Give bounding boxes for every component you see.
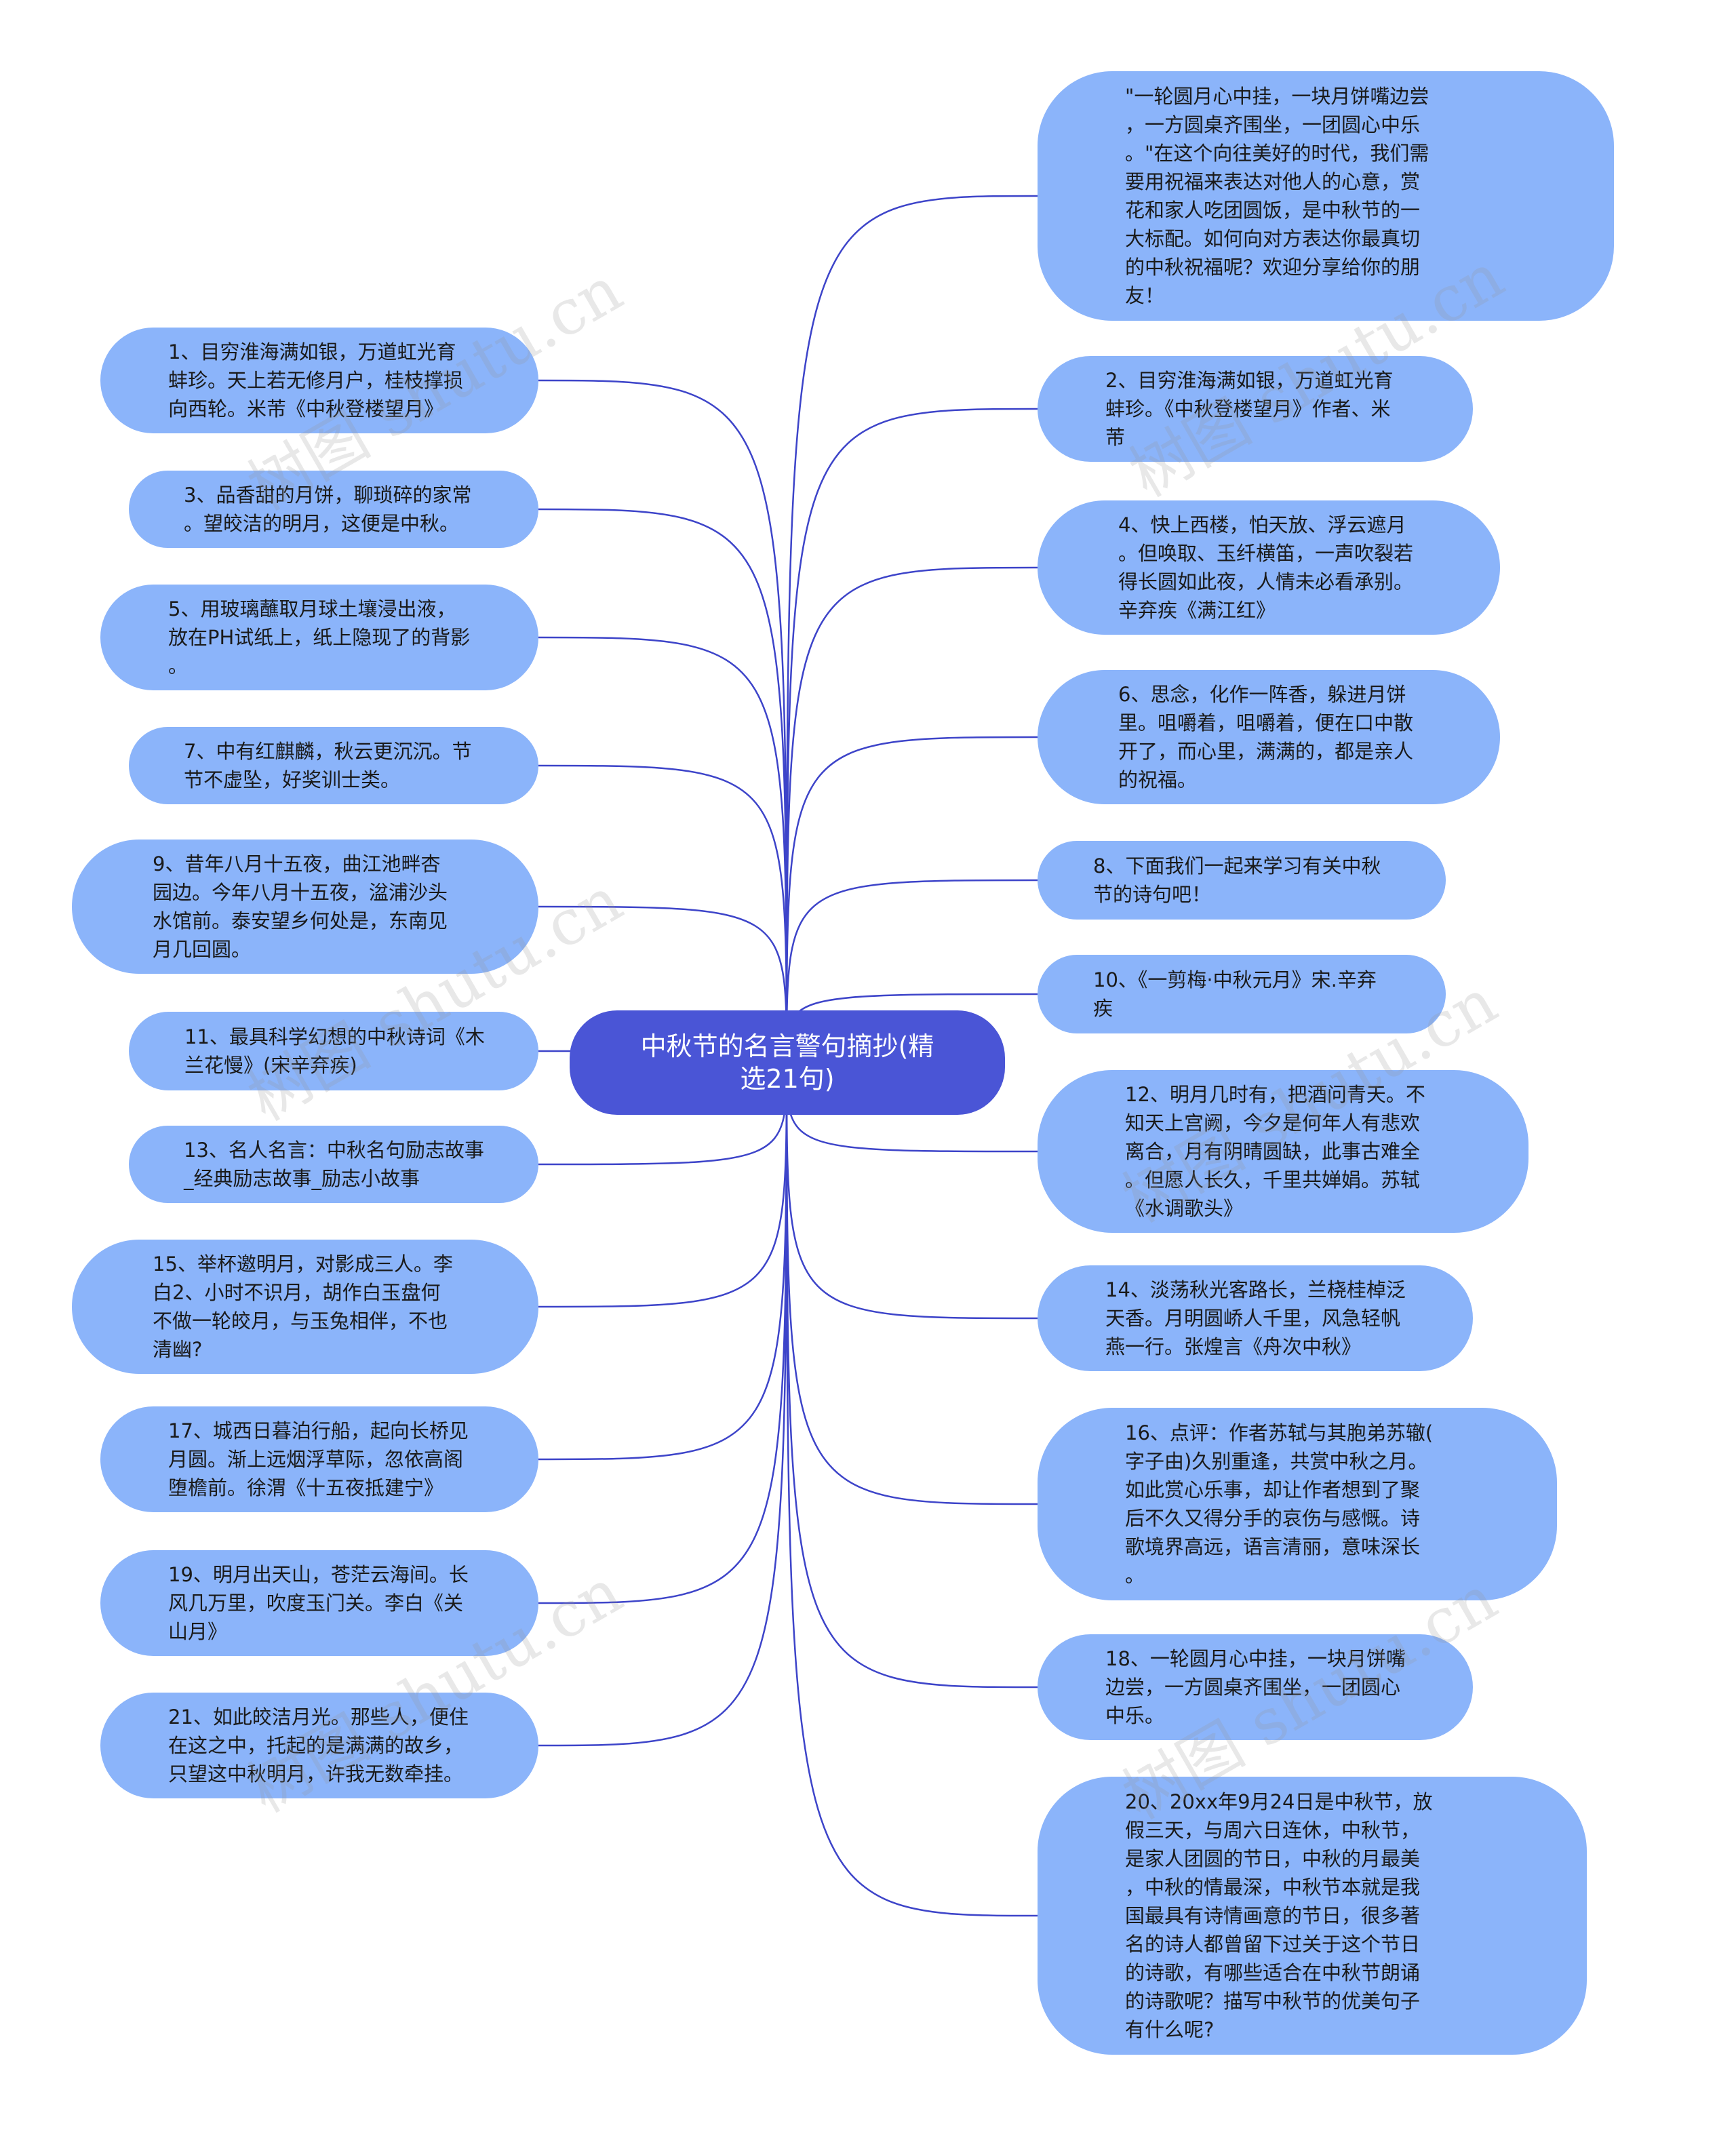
- topic-node-l3[interactable]: 3、品香甜的月饼，聊琐碎的家常 。望皎洁的明月，这便是中秋。: [129, 471, 538, 548]
- connector-l9: [538, 905, 788, 1063]
- topic-node-l7[interactable]: 7、中有红麒麟，秋云更沉沉。节 节不虚坠，好奖训士类。: [129, 727, 538, 804]
- topic-node-r6[interactable]: 6、思念，化作一阵香，躲进月饼 里。咀嚼着，咀嚼着，便在口中散 开了，而心里，满…: [1038, 670, 1500, 804]
- topic-text: 12、明月几时有，把酒问青天。不 知天上宫阙，今夕是何年人有悲欢 离合，月有阴晴…: [1125, 1083, 1425, 1220]
- root-topic-label: 中秋节的名言警句摘抄(精 选21句): [640, 1031, 934, 1094]
- root-topic[interactable]: 中秋节的名言警句摘抄(精 选21句): [570, 1010, 1005, 1115]
- topic-node-l5[interactable]: 5、用玻璃蘸取月球土壤浸出液， 放在PH试纸上，纸上隐现了的背影 。: [100, 585, 538, 690]
- connector-r0: [785, 195, 1038, 1063]
- connector-l21: [538, 1062, 788, 1747]
- topic-node-l17[interactable]: 17、城西日暮泊行船，起向长桥见 月圆。渐上远烟浮草际，忽依高阁 堕檐前。徐渭《…: [100, 1406, 538, 1512]
- topic-text: 11、最具科学幻想的中秋诗词《木 兰花慢》(宋辛弃疾): [184, 1025, 485, 1077]
- topic-node-r8[interactable]: 8、下面我们一起来学习有关中秋 节的诗句吧！: [1038, 841, 1446, 920]
- topic-text: 4、快上西楼，怕天放、浮云遮月 。但唤取、玉纤横笛，一声吹裂若 得长圆如此夜，人…: [1118, 513, 1414, 622]
- connector-l7: [538, 764, 788, 1063]
- topic-node-r14[interactable]: 14、淡荡秋光客路长，兰桡桂棹泛 天香。月明圆峤人千里，风急轻帆 燕一行。张煌言…: [1038, 1265, 1473, 1371]
- topic-text: 18、一轮圆月心中挂，一块月饼嘴 边尝，一方圆桌齐围坐，一团圆心 中乐。: [1105, 1647, 1406, 1727]
- topic-node-r18[interactable]: 18、一轮圆月心中挂，一块月饼嘴 边尝，一方圆桌齐围坐，一团圆心 中乐。: [1038, 1634, 1473, 1740]
- connector-r20: [785, 1062, 1038, 1917]
- connector-l1: [538, 379, 788, 1063]
- topic-text: 13、名人名言：中秋名句励志故事 _经典励志故事_励志小故事: [184, 1139, 484, 1190]
- connector-r6: [785, 736, 1038, 1063]
- topic-node-l9[interactable]: 9、昔年八月十五夜，曲江池畔杏 园边。今年八月十五夜，湓浦沙头 水馆前。泰安望乡…: [72, 840, 538, 974]
- connector-r4: [785, 566, 1038, 1063]
- connector-r8: [785, 879, 1038, 1063]
- connector-l5: [538, 636, 788, 1063]
- topic-node-r16[interactable]: 16、点评：作者苏轼与其胞弟苏辙( 字子由)久别重逢，共赏中秋之月。 如此赏心乐…: [1038, 1408, 1557, 1600]
- topic-node-r0[interactable]: "一轮圆月心中挂，一块月饼嘴边尝 ，一方圆桌齐围坐，一团圆心中乐 。"在这个向往…: [1038, 71, 1614, 321]
- topic-node-l1[interactable]: 1、目穷淮海满如银，万道虹光育 蚌珍。天上若无修月户，桂枝撑损 向西轮。米芾《中…: [100, 328, 538, 433]
- topic-text: 1、目穷淮海满如银，万道虹光育 蚌珍。天上若无修月户，桂枝撑损 向西轮。米芾《中…: [168, 340, 464, 420]
- topic-text: 15、举杯邀明月，对影成三人。李 白2、小时不识月，胡作白玉盘何 不做一轮皎月，…: [153, 1252, 453, 1361]
- connector-r16: [785, 1062, 1038, 1505]
- topic-node-l15[interactable]: 15、举杯邀明月，对影成三人。李 白2、小时不识月，胡作白玉盘何 不做一轮皎月，…: [72, 1240, 538, 1374]
- topic-text: 8、下面我们一起来学习有关中秋 节的诗句吧！: [1093, 854, 1381, 906]
- topic-text: 20、20xx年9月24日是中秋节，放 假三天，与周六日连休，中秋节， 是家人团…: [1125, 1790, 1433, 2041]
- topic-node-r12[interactable]: 12、明月几时有，把酒问青天。不 知天上宫阙，今夕是何年人有悲欢 离合，月有阴晴…: [1038, 1070, 1528, 1233]
- topic-text: 6、思念，化作一阵香，躲进月饼 里。咀嚼着，咀嚼着，便在口中散 开了，而心里，满…: [1118, 683, 1414, 791]
- topic-text: 16、点评：作者苏轼与其胞弟苏辙( 字子由)久别重逢，共赏中秋之月。 如此赏心乐…: [1125, 1421, 1434, 1587]
- topic-text: 17、城西日暮泊行船，起向长桥见 月圆。渐上远烟浮草际，忽依高阁 堕檐前。徐渭《…: [168, 1419, 469, 1499]
- topic-text: 3、品香甜的月饼，聊琐碎的家常 。望皎洁的明月，这便是中秋。: [184, 484, 472, 535]
- topic-node-r10[interactable]: 10、《一剪梅·中秋元月》宋.辛弃 疾: [1038, 955, 1446, 1033]
- topic-node-l13[interactable]: 13、名人名言：中秋名句励志故事 _经典励志故事_励志小故事: [129, 1126, 538, 1203]
- topic-text: 19、明月出天山，苍茫云海间。长 风几万里，吹度玉门关。李白《关 山月》: [168, 1563, 469, 1643]
- topic-node-r4[interactable]: 4、快上西楼，怕天放、浮云遮月 。但唤取、玉纤横笛，一声吹裂若 得长圆如此夜，人…: [1038, 500, 1500, 635]
- topic-node-l21[interactable]: 21、如此皎洁月光。那些人，便住 在这之中，托起的是满满的故乡， 只望这中秋明月…: [100, 1693, 538, 1798]
- connector-r2: [785, 408, 1038, 1063]
- topic-node-l19[interactable]: 19、明月出天山，苍茫云海间。长 风几万里，吹度玉门关。李白《关 山月》: [100, 1550, 538, 1656]
- connector-l3: [538, 508, 788, 1063]
- topic-text: 7、中有红麒麟，秋云更沉沉。节 节不虚坠，好奖训士类。: [184, 740, 472, 791]
- topic-text: 21、如此皎洁月光。那些人，便住 在这之中，托起的是满满的故乡， 只望这中秋明月…: [168, 1705, 469, 1785]
- topic-text: 14、淡荡秋光客路长，兰桡桂棹泛 天香。月明圆峤人千里，风急轻帆 燕一行。张煌言…: [1105, 1278, 1406, 1358]
- topic-text: 10、《一剪梅·中秋元月》宋.辛弃 疾: [1093, 968, 1377, 1020]
- topic-node-l11[interactable]: 11、最具科学幻想的中秋诗词《木 兰花慢》(宋辛弃疾): [129, 1012, 538, 1090]
- topic-node-r2[interactable]: 2、目穷淮海满如银，万道虹光育 蚌珍。《中秋登楼望月》作者、米 芾: [1038, 356, 1473, 462]
- connector-r18: [785, 1062, 1038, 1689]
- topic-text: "一轮圆月心中挂，一块月饼嘴边尝 ，一方圆桌齐围坐，一团圆心中乐 。"在这个向往…: [1125, 85, 1429, 307]
- topic-text: 2、目穷淮海满如银，万道虹光育 蚌珍。《中秋登楼望月》作者、米 芾: [1105, 369, 1394, 449]
- connector-l17: [538, 1062, 788, 1461]
- connector-l19: [538, 1062, 788, 1604]
- topic-text: 5、用玻璃蘸取月球土壤浸出液， 放在PH试纸上，纸上隐现了的背影 。: [168, 597, 471, 677]
- topic-text: 9、昔年八月十五夜，曲江池畔杏 园边。今年八月十五夜，湓浦沙头 水馆前。泰安望乡…: [153, 852, 448, 961]
- topic-node-r20[interactable]: 20、20xx年9月24日是中秋节，放 假三天，与周六日连休，中秋节， 是家人团…: [1038, 1777, 1587, 2055]
